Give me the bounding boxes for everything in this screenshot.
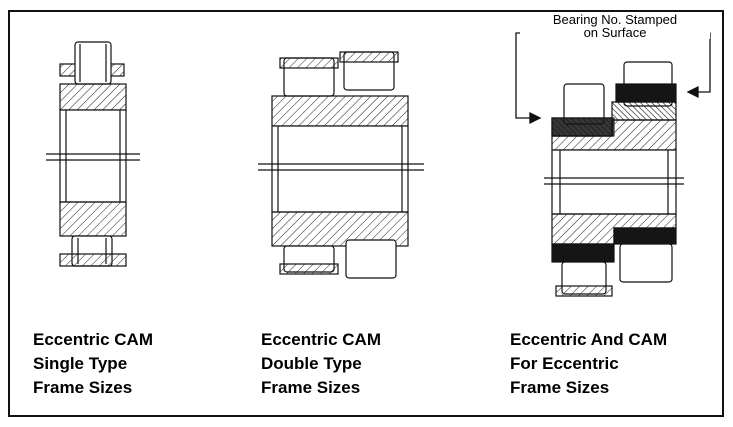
right-arrow-icon [686, 85, 699, 99]
caption-double-type: Eccentric CAM Double Type Frame Sizes [261, 328, 381, 400]
caption-line: Frame Sizes [510, 378, 610, 397]
caption-line: For Eccentric [510, 354, 619, 373]
caption-line: Frame Sizes [261, 378, 361, 397]
caption-line: Eccentric CAM [33, 330, 153, 349]
caption-line: Double Type [261, 354, 362, 373]
left-arrow-icon [529, 111, 542, 125]
callout-label: Bearing No. Stamped on Surface [520, 13, 710, 39]
eccentric-and-cam-bearing [544, 61, 684, 297]
single-type-bearing [46, 41, 140, 267]
callout-line-2: on Surface [583, 25, 647, 40]
double-type-bearing [258, 51, 424, 279]
caption-line: Frame Sizes [33, 378, 133, 397]
caption-single-type: Eccentric CAM Single Type Frame Sizes [33, 328, 153, 400]
caption-line: Single Type [33, 354, 128, 373]
caption-line: Eccentric And CAM [510, 330, 668, 349]
caption-line: Eccentric CAM [261, 330, 381, 349]
callout-line-1: Bearing No. Stamped [552, 12, 678, 27]
caption-eccentric: Eccentric And CAM For Eccentric Frame Si… [510, 328, 667, 400]
